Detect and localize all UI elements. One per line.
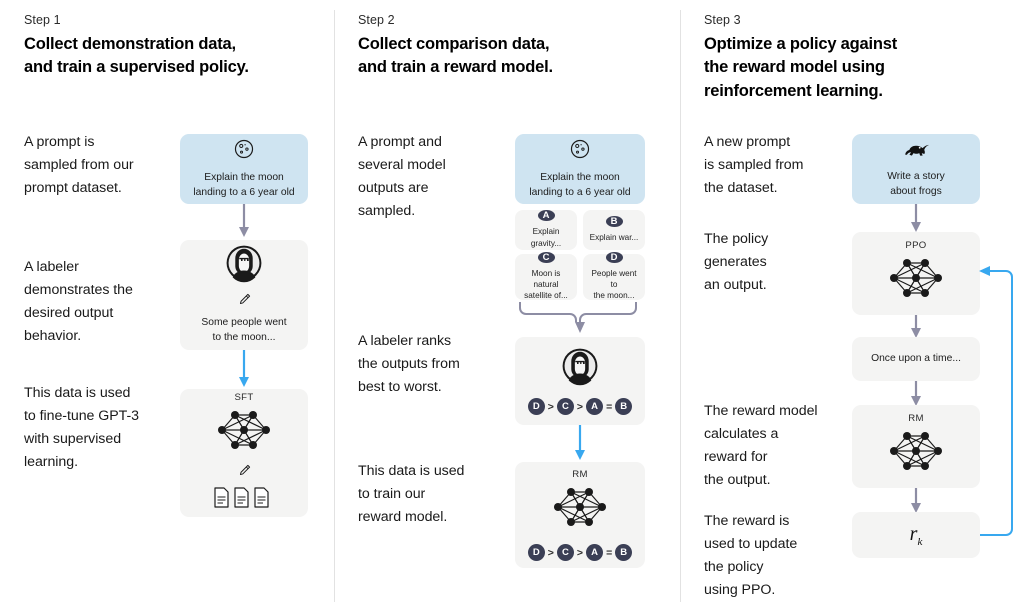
step-2-column: Step 2 Collect comparison data, and trai…	[334, 0, 680, 610]
step-3-arrow-2	[911, 315, 921, 338]
column-divider-1	[334, 10, 335, 602]
step-2-ranking-row: D > C > A = B	[527, 398, 633, 415]
step-3-caption-4: The reward is used to update the policy …	[704, 513, 798, 599]
step-3-rm-label: RM	[908, 413, 924, 424]
step-2-rm-ranking-row: D > C > A = B	[527, 544, 633, 561]
step-2-title: Collect comparison data, and train a rew…	[358, 35, 553, 77]
step-3-ppo-box[interactable]: PPO	[852, 232, 980, 315]
step-2-option-card-b[interactable]: B Explain war...	[583, 210, 645, 250]
rank-badge-c: C	[556, 398, 574, 415]
rm-rank-op-3: =	[606, 546, 613, 559]
step-2-prompt-box[interactable]: Explain the moon landing to a 6 year old	[515, 134, 645, 204]
column-divider-2	[680, 10, 681, 602]
rank-badge-b: B	[615, 398, 633, 415]
step-3-arrow-3	[911, 381, 921, 406]
documents-icon	[213, 487, 275, 514]
step-1-column: Step 1 Collect demonstration data, and t…	[0, 0, 334, 610]
step-1-caption-3: This data is used to fine-tune GPT-3 wit…	[24, 385, 140, 471]
step-3-output-box[interactable]: Once upon a time...	[852, 337, 980, 381]
neural-network-icon	[885, 427, 947, 480]
step-3-column: Step 3 Optimize a policy against the rew…	[680, 0, 1018, 610]
option-badge-d: D	[605, 251, 623, 263]
step-3-caption-2: The policy generates an output.	[704, 231, 769, 294]
step-1-caption-1: A prompt is sampled from our prompt data…	[24, 134, 134, 197]
rank-op-3: =	[606, 400, 613, 413]
step-1-sft-label: SFT	[234, 392, 254, 403]
step-2-option-card-c[interactable]: C Moon is natural satellite of...	[515, 251, 577, 301]
step-1-sft-box[interactable]: SFT	[180, 389, 308, 517]
step-2-caption-3: This data is used to train our reward mo…	[358, 463, 465, 526]
step-1-label: Step 1	[24, 13, 61, 27]
neural-network-icon	[213, 406, 275, 459]
step-2-caption-1: A prompt and several model outputs are s…	[358, 134, 446, 220]
pencil-icon	[237, 292, 252, 312]
rank-badge-a: A	[586, 398, 604, 415]
step-3-title: Optimize a policy against the reward mod…	[704, 35, 898, 100]
step-2-arrow-blue	[575, 425, 585, 460]
step-1-caption-2: A labeler demonstrates the desired outpu…	[24, 259, 133, 345]
step-1-labeler-box[interactable]: Some people went to the moon...	[180, 240, 308, 350]
option-text-a: Explain gravity...	[530, 227, 562, 248]
step-1-arrow-1	[239, 204, 249, 237]
step-3-prompt-text: Write a story about frogs	[887, 170, 945, 197]
option-text-d: People went to the moon...	[591, 268, 637, 301]
step-3-arrow-1	[911, 204, 921, 232]
rm-rank-op-2: >	[576, 546, 584, 559]
step-2-rm-box[interactable]: RM	[515, 462, 645, 568]
rm-rank-badge-a: A	[586, 544, 604, 561]
step-1-labeler-text: Some people went to the moon...	[201, 317, 287, 343]
step-3-label: Step 3	[704, 13, 741, 27]
neural-network-icon	[885, 254, 947, 307]
step-1-title: Collect demonstration data, and train a …	[24, 35, 249, 77]
reward-symbol-subscript: k	[917, 535, 923, 548]
step-3-output-text: Once upon a time...	[871, 352, 961, 364]
rm-rank-badge-b: B	[615, 544, 633, 561]
step-3-caption-3: The reward model calculates a reward for…	[704, 403, 818, 489]
step-3-rm-box[interactable]: RM	[852, 405, 980, 488]
rank-op-1: >	[547, 400, 554, 413]
frog-icon	[902, 139, 930, 164]
step-3-reward-box[interactable]: rk	[852, 512, 980, 558]
reward-symbol-base: r	[909, 522, 918, 545]
step-2-ranking-box[interactable]: D > C > A = B	[515, 337, 645, 425]
neural-network-icon	[549, 483, 611, 536]
option-badge-b: B	[605, 215, 623, 227]
step-1-prompt-box[interactable]: Explain the moon landing to a 6 year old	[180, 134, 308, 204]
rm-rank-badge-c: C	[556, 544, 574, 561]
option-badge-a: A	[537, 210, 555, 222]
pencil-icon	[237, 463, 252, 483]
step-2-option-card-a[interactable]: A Explain gravity...	[515, 210, 577, 250]
step-2-merge-connector	[519, 302, 637, 333]
step-1-arrow-2	[239, 350, 249, 387]
step-2-rm-label: RM	[572, 469, 588, 480]
rank-badge-d: D	[527, 398, 545, 415]
step-3-prompt-box[interactable]: Write a story about frogs	[852, 134, 980, 204]
rm-rank-op-1: >	[547, 546, 554, 559]
step-2-prompt-text: Explain the moon landing to a 6 year old	[529, 171, 631, 198]
step-2-caption-2: A labeler ranks the outputs from best to…	[358, 333, 460, 396]
labeler-avatar-icon	[561, 347, 599, 390]
option-text-c: Moon is natural satellite of...	[524, 268, 568, 301]
labeler-avatar-icon	[225, 244, 263, 287]
option-text-b: Explain war...	[589, 232, 639, 242]
step-3-ppo-label: PPO	[905, 240, 927, 251]
reward-symbol: rk	[910, 523, 923, 548]
option-badge-c: C	[537, 251, 555, 263]
step-1-prompt-text: Explain the moon landing to a 6 year old	[193, 171, 295, 198]
moon-icon	[569, 138, 591, 165]
step-3-feedback-loop	[979, 266, 1013, 536]
step-3-caption-1: A new prompt is sampled from the dataset…	[704, 134, 804, 197]
moon-icon	[233, 138, 255, 165]
step-3-arrow-4	[911, 488, 921, 513]
rm-rank-badge-d: D	[527, 544, 545, 561]
rank-op-2: >	[576, 400, 584, 413]
step-2-option-card-d[interactable]: D People went to the moon...	[583, 251, 645, 301]
step-2-label: Step 2	[358, 13, 395, 27]
